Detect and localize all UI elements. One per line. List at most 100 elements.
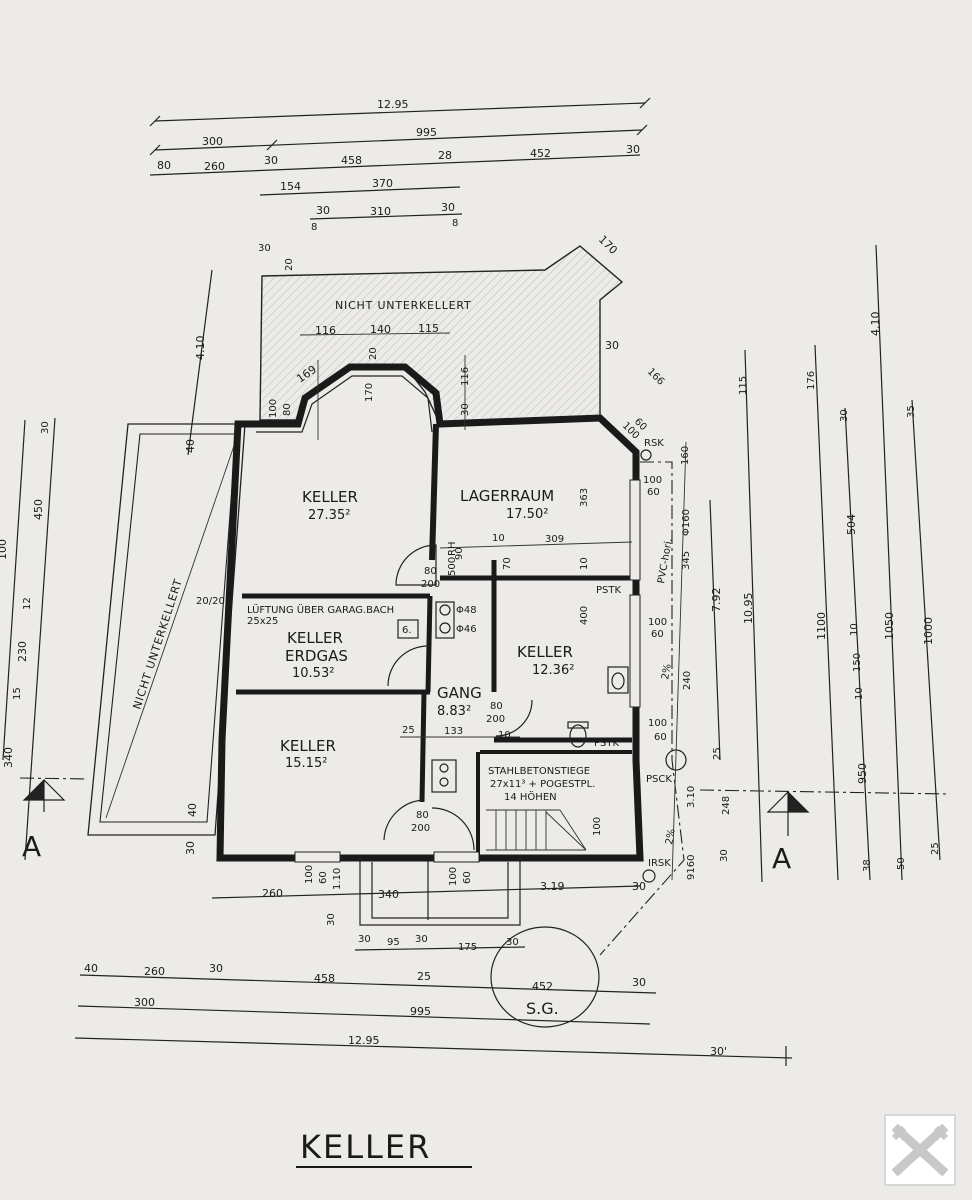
- dim-top-30b: 30: [626, 143, 640, 156]
- dim-inner-363: 363: [579, 488, 590, 507]
- room-keller-1-area: 27.35²: [308, 508, 350, 523]
- dim-inner-116b: 116: [460, 367, 471, 386]
- section-line-a: A A: [19, 777, 951, 875]
- dim-bottom-c30a: 30: [358, 934, 371, 945]
- dim-bottom-458: 458: [314, 972, 335, 985]
- label-nicht-unterkellert-top: NICHT UNTERKELLERT: [335, 299, 472, 312]
- dim-inner-25: 25: [402, 725, 415, 736]
- label-stiege-1: STAHLBETONSTIEGE: [488, 766, 590, 777]
- room-gang-name: GANG: [437, 684, 482, 702]
- dim-right-10b: 10: [854, 687, 865, 700]
- dim-inner-10: 10: [492, 533, 505, 544]
- dim-bottom-340: 340: [378, 888, 399, 901]
- dim-gang-80: 80: [490, 701, 503, 712]
- dim-bottom-v60b: 60: [462, 871, 473, 884]
- dim-right-176: 176: [806, 371, 817, 390]
- title-underline: [296, 1166, 472, 1168]
- room-keller-3-name: KELLER: [517, 643, 573, 661]
- label-psck: PSCK: [646, 774, 672, 785]
- label-gefaelle-2: 2%: [664, 828, 678, 846]
- dim-bottom-260: 260: [262, 887, 283, 900]
- dim-inner-115: 115: [418, 322, 439, 335]
- dim-right-792: 7.92: [710, 588, 723, 613]
- dim-right-115: 115: [738, 376, 749, 395]
- dim-bottom-c175: 175: [458, 942, 477, 953]
- dim-inner-240: 240: [682, 671, 693, 690]
- dim-door-200: 200: [421, 579, 440, 590]
- dim-bottom-total: 12.95: [348, 1034, 380, 1047]
- dim-top-30d: 30: [441, 201, 455, 214]
- label-box-6: 6.: [402, 625, 412, 636]
- room-erdgas-name-2: ERDGAS: [285, 647, 348, 665]
- room-lagerraum-area: 17.50²: [506, 507, 548, 522]
- dim-inner-30-top: 30: [258, 243, 271, 254]
- dim-left-12: 12: [22, 597, 33, 610]
- dim-inner-309: 309: [545, 534, 564, 545]
- dim-window-100a: 100: [643, 475, 662, 486]
- dim-inner-133: 133: [444, 726, 463, 737]
- dim-window-60b: 60: [651, 629, 664, 640]
- dim-bottom-c95: 95: [387, 937, 400, 948]
- dim-inner-20-top: 20: [284, 258, 295, 271]
- dim-bottom-c30b: 30: [415, 934, 428, 945]
- dim-right-1000: 1000: [922, 617, 935, 645]
- dim-left-40: 40: [186, 803, 199, 817]
- dim-top-28: 28: [438, 149, 452, 162]
- dim-window-60a: 60: [647, 487, 660, 498]
- label-rsk: RSK: [644, 438, 664, 449]
- dim-inner-248: 248: [721, 796, 732, 815]
- dim-inner-170: 170: [364, 383, 375, 402]
- dim-right-150: 150: [852, 653, 863, 672]
- dim-inner-rh: RH: [447, 542, 458, 556]
- dim-top-370: 370: [372, 177, 393, 190]
- dim-left-450: 450: [32, 499, 45, 520]
- dim-right-35: 35: [906, 405, 917, 418]
- dim-bottom-452: 452: [532, 980, 553, 993]
- dim-bottom-d30b: 30: [632, 976, 646, 989]
- dim-bottom-v100b: 100: [448, 867, 459, 886]
- dim-top-8a: 8: [311, 222, 317, 233]
- dim-bottom-40: 40: [84, 962, 98, 975]
- right-dimension-lines: 7.92 10.95 115 1100 176 30 504 10 150 10…: [709, 244, 941, 883]
- dim-top-8b: 8: [452, 218, 458, 229]
- dim-bottom-30c: 30': [710, 1045, 727, 1058]
- dim-inner-70: 70: [502, 557, 513, 570]
- bottom-dimension-lines: 260 340 3.19 30 100 60 1.10 30 100 60 30…: [74, 858, 793, 1066]
- dim-inner-310: 3.10: [686, 786, 697, 808]
- dim-window-100b: 100: [648, 617, 667, 628]
- dim-bottom-v60: 60: [318, 871, 329, 884]
- dim-inner-116: 116: [315, 324, 336, 337]
- dim-inner-140: 140: [370, 323, 391, 336]
- dim-bottom-319: 3.19: [540, 880, 565, 893]
- dim-inner-30: 30: [605, 339, 619, 352]
- dim-bottom-995: 995: [410, 1005, 431, 1018]
- dim-bottom-25: 25: [417, 970, 431, 983]
- top-dimension-lines: 12.95 300 995 80 260 30 458 28 452 30 15…: [149, 97, 651, 233]
- label-diameter-48: Φ48: [456, 605, 477, 616]
- dim-inner-80: 80: [282, 403, 293, 416]
- label-pstk-2: PSTK: [594, 738, 619, 749]
- dim-stair-door-200: 200: [411, 823, 430, 834]
- dim-right-30: 30: [839, 409, 850, 422]
- label-stiege-3: 14 HÖHEN: [504, 790, 557, 803]
- building-walls: [216, 363, 644, 863]
- room-erdgas-area: 10.53²: [292, 666, 334, 681]
- crossed-gables-icon: [891, 1123, 949, 1177]
- room-keller-4-name: KELLER: [280, 737, 336, 755]
- label-irsk: IRSK: [648, 858, 671, 869]
- room-keller-4-area: 15.15²: [285, 756, 327, 771]
- dim-top-30c: 30: [316, 204, 330, 217]
- dim-gang-200: 200: [486, 714, 505, 725]
- dim-right-10: 10: [849, 623, 860, 636]
- dim-top-300: 300: [202, 135, 223, 148]
- dim-inner-40: 40: [184, 439, 197, 453]
- dim-inner-30r: 30: [719, 849, 730, 862]
- dim-inner-100: 100: [268, 399, 279, 418]
- dim-inner-20: 20: [368, 347, 379, 360]
- left-dimension-lines: 30 450 12 230 15 340 100: [0, 417, 56, 861]
- dim-left-30: 30: [40, 421, 51, 434]
- dim-door-80: 80: [424, 566, 437, 577]
- dim-inner-10b: 10: [579, 557, 590, 570]
- dim-inner-10g: 10: [498, 730, 511, 741]
